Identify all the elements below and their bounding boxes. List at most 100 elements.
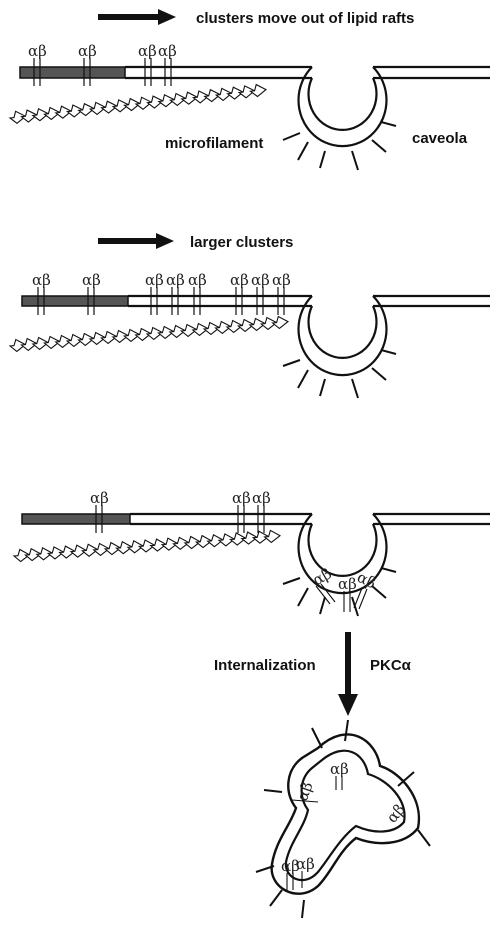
- integrin-label: αβ: [296, 855, 315, 873]
- caveola: αβ αβ αβ: [282, 513, 397, 617]
- integrin-cluster-raft-2: αβ αβ: [32, 271, 101, 315]
- actin-subunit: [271, 315, 290, 330]
- internalization-step: Internalization PKCα: [214, 632, 412, 716]
- integrin-cluster-raft-1: αβ αβ: [28, 42, 97, 86]
- arrow-right-icon: [98, 9, 176, 25]
- actin-subunit: [225, 319, 244, 334]
- actin-subunit: [206, 533, 224, 548]
- caveolin-coat: [282, 121, 397, 171]
- actin-subunit: [248, 317, 267, 332]
- integrin-label: αβ: [28, 42, 47, 60]
- integrin-label: αβ: [330, 760, 349, 778]
- actin-subunit: [214, 87, 233, 102]
- integrin-label: αβ: [138, 42, 157, 60]
- actin-subunit: [99, 330, 118, 345]
- actin-subunit: [54, 105, 73, 119]
- integrin-label: αβ: [251, 271, 270, 289]
- integrin-label: αβ: [188, 271, 207, 289]
- integrin-label: αβ: [90, 489, 109, 507]
- microfilament: [8, 83, 268, 125]
- endosome: αβ αβ αβ αβ αβ: [255, 719, 431, 919]
- caveolin-coat: [255, 719, 431, 919]
- actin-subunit: [100, 100, 119, 114]
- actin-subunit: [194, 534, 213, 549]
- internalized-integrins: αβ αβ αβ αβ αβ: [281, 760, 409, 890]
- actin-subunit: [77, 332, 95, 347]
- actin-subunit: [137, 539, 156, 553]
- actin-subunit: [88, 101, 107, 116]
- microfilament: [8, 315, 290, 353]
- integrin-label: αβ: [82, 271, 101, 289]
- actin-subunit: [8, 110, 27, 125]
- arrow-right-icon: [98, 233, 174, 249]
- actin-subunit: [217, 533, 236, 547]
- actin-subunit: [122, 328, 141, 343]
- integrin-cluster-raft-3: αβ: [90, 489, 109, 533]
- actin-subunit: [80, 543, 99, 558]
- actin-subunit: [69, 544, 88, 558]
- integrin-cluster-3: αβ αβ: [232, 489, 271, 533]
- actin-subunit: [259, 316, 278, 331]
- panel-3: αβ αβ αβ αβ αβ αβ: [12, 489, 490, 617]
- actin-subunit: [111, 99, 130, 113]
- label-clusters-move: clusters move out of lipid rafts: [196, 10, 414, 27]
- lipid-raft: [21, 513, 131, 525]
- integrin-label: αβ: [166, 271, 185, 289]
- panel-1: clusters move out of lipid rafts α: [8, 9, 490, 171]
- actin-subunit: [249, 83, 268, 98]
- actin-subunit: [115, 540, 133, 555]
- integrin-label: αβ: [272, 271, 291, 289]
- lipid-raft: [21, 295, 129, 307]
- actin-subunit: [183, 535, 202, 550]
- actin-subunit: [58, 545, 76, 559]
- actin-subunit: [103, 541, 122, 556]
- actin-subunit: [149, 538, 168, 552]
- plasma-membrane: [19, 65, 490, 80]
- actin-subunit: [203, 88, 222, 103]
- label-internalization: Internalization: [214, 657, 316, 674]
- actin-subunit: [42, 106, 61, 121]
- actin-subunit: [191, 90, 210, 104]
- actin-subunit: [65, 333, 84, 348]
- integrin-label: αβ: [232, 489, 251, 507]
- actin-subunit: [191, 322, 210, 337]
- integrin-label: αβ: [158, 42, 177, 60]
- actin-subunit: [8, 338, 27, 353]
- actin-subunit: [240, 531, 259, 545]
- actin-subunit: [123, 97, 142, 112]
- microfilament: [12, 529, 282, 563]
- actin-subunit: [42, 335, 61, 350]
- plasma-membrane: [21, 294, 490, 308]
- label-larger-clusters: larger clusters: [190, 234, 293, 251]
- integrin-in-caveola: αβ αβ αβ: [309, 564, 379, 612]
- actin-subunit: [46, 546, 65, 560]
- actin-subunit: [236, 318, 255, 333]
- actin-subunit: [237, 85, 256, 99]
- caveola: [282, 66, 397, 171]
- arrow-down-icon: [338, 632, 358, 716]
- actin-subunit: [92, 542, 111, 557]
- actin-subunit: [251, 530, 270, 544]
- integrin-label: αβ: [230, 271, 249, 289]
- actin-subunit: [19, 337, 38, 352]
- actin-subunit: [35, 546, 54, 561]
- actin-subunit: [54, 334, 73, 349]
- actin-subunit: [179, 323, 198, 338]
- actin-subunit: [172, 536, 190, 551]
- actin-subunit: [31, 336, 50, 351]
- actin-subunit: [134, 96, 153, 111]
- actin-subunit: [168, 324, 187, 339]
- actin-subunit: [202, 321, 221, 336]
- actin-subunit: [65, 104, 84, 118]
- integrin-label: αβ: [145, 271, 164, 289]
- actin-subunit: [88, 331, 107, 346]
- actin-subunit: [228, 532, 247, 546]
- actin-subunit: [160, 537, 179, 551]
- integrin-cluster-2b: αβ αβ αβ: [230, 271, 291, 315]
- actin-subunit: [134, 327, 153, 342]
- plasma-membrane: [21, 512, 490, 526]
- actin-subunit: [126, 539, 145, 554]
- actin-subunit: [146, 95, 164, 109]
